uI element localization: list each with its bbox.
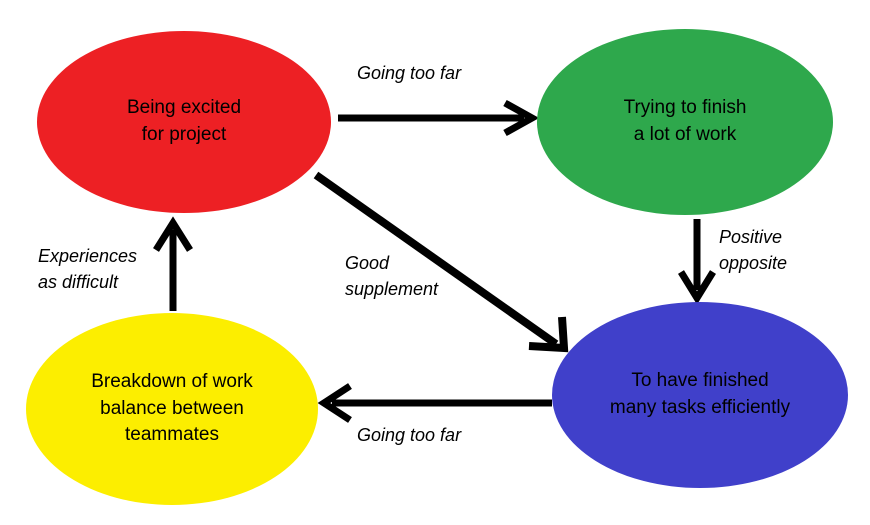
edge-label-good-supplement: Good supplement (345, 253, 439, 300)
arrowhead (528, 316, 569, 353)
edge-label-experiences-as-difficult: Experiences as difficult (38, 246, 138, 293)
node-trying[interactable]: Trying to finish a lot of work (537, 29, 833, 215)
node-label: To have finished many tasks efficiently (609, 370, 791, 418)
arrowhead (503, 99, 540, 137)
edge-breakdown-to-excited (153, 216, 193, 311)
node-label: Trying to finish a lot of work (623, 97, 747, 145)
node-finished[interactable]: To have finished many tasks efficiently (552, 302, 848, 488)
arrowhead (678, 270, 716, 305)
node-excited[interactable]: Being excited for project (37, 31, 331, 213)
edge-label-going-too-far-top: Going too far (357, 63, 462, 83)
edge-label-positive-opposite: Positive opposite (719, 227, 788, 274)
arrowhead (153, 216, 193, 252)
node-breakdown[interactable]: Breakdown of work balance between teamma… (26, 313, 318, 505)
node-label: Breakdown of work balance between teamma… (91, 370, 253, 446)
edge-excited-to-trying (338, 99, 540, 137)
edge-excited-to-finished (313, 171, 569, 353)
edge-line (313, 171, 559, 348)
arrowhead (317, 383, 352, 423)
node-label: Being excited for project (126, 97, 242, 145)
edge-finished-to-breakdown (317, 383, 552, 423)
edge-trying-to-finished (678, 219, 716, 305)
edge-label-going-too-far-bottom: Going too far (357, 425, 462, 445)
